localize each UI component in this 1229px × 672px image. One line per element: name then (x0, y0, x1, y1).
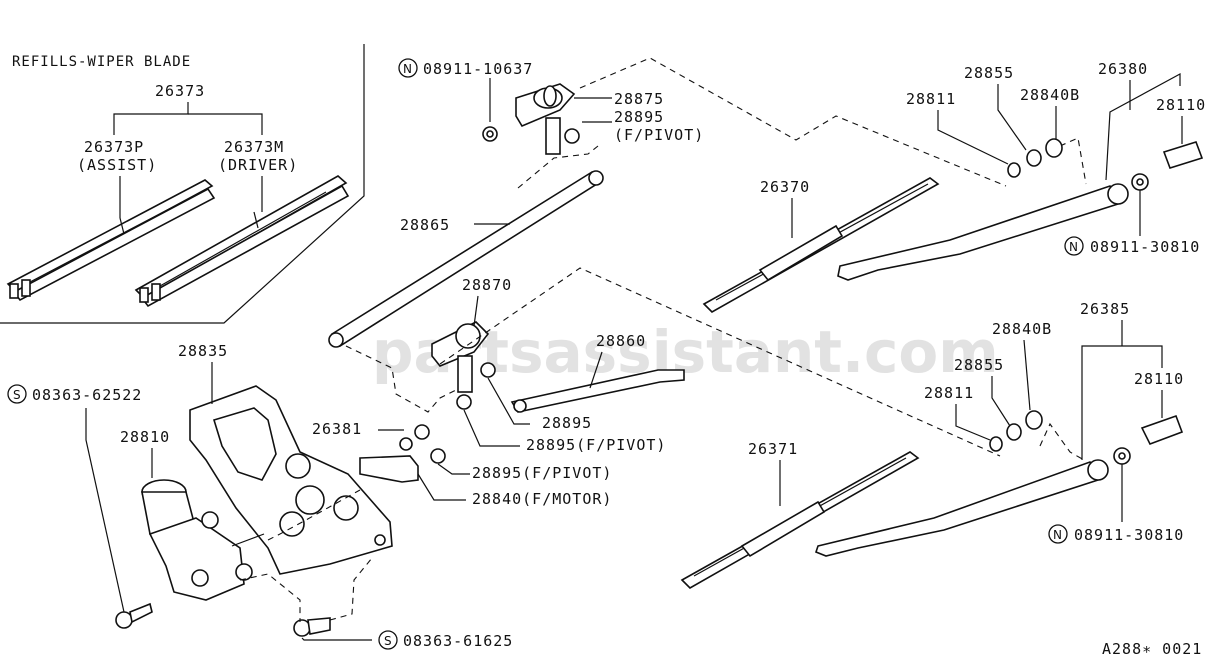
label-08911-30810-top: 08911-30810 (1090, 238, 1200, 256)
label-28855-bot: 28855 (954, 356, 1004, 374)
dash-top-right (579, 57, 1007, 187)
dash-motor (239, 573, 301, 622)
label-28835: 28835 (178, 342, 228, 360)
wiper-motor-28810 (141, 479, 265, 601)
dash-link-left (345, 345, 457, 413)
label-26370: 26370 (760, 178, 810, 196)
leader-26373-assist (113, 102, 189, 135)
n-prefix-2: N (1069, 240, 1078, 254)
dash-link-top (517, 145, 599, 189)
callout-s-08363-62522: S 08363-62522 (7, 384, 142, 613)
n-circle-icon (398, 58, 418, 78)
label-28811-bot: 28811 (924, 384, 974, 402)
dash-center-right (439, 267, 1001, 457)
label-28840b-bot: 28840B (992, 320, 1052, 338)
label-28110-bot: 28110 (1134, 370, 1184, 388)
link-28860 (510, 369, 685, 413)
label-28110-top: 28110 (1156, 96, 1206, 114)
label-assist: (ASSIST) (77, 156, 157, 174)
label-28895-mid: 28895 (542, 414, 592, 432)
callout-n-08911-10637: N 08911-10637 (398, 58, 533, 122)
label-28875: 28875 (614, 90, 664, 108)
label-26373m: 26373M (224, 138, 284, 156)
wiper-arm-26380 (837, 138, 1204, 281)
label-26381: 26381 (312, 420, 362, 438)
wiper-blade-26370 (702, 177, 940, 313)
dash-bolt (329, 557, 373, 621)
label-driver: (DRIVER) (218, 156, 298, 174)
n-prefix-3: N (1053, 528, 1062, 542)
s-prefix-1: S (13, 388, 21, 402)
s-circle-icon (378, 630, 398, 650)
bolt-lower-left (115, 602, 153, 629)
label-fpivot-top: (F/PIVOT) (614, 126, 704, 144)
driver-refill-blade (134, 175, 350, 308)
s-circle-icon (7, 384, 27, 404)
label-28810: 28810 (120, 428, 170, 446)
leader-26373-driver (188, 113, 263, 135)
label-28870: 28870 (462, 276, 512, 294)
refills-title: REFILLS-WIPER BLADE (12, 54, 191, 70)
label-28895-fpivot-1: 28895(F/PIVOT) (526, 436, 666, 454)
callout-s-08363-61625: S 08363-61625 (378, 630, 513, 650)
label-28840b-top: 28840B (1020, 86, 1080, 104)
refills-box: REFILLS-WIPER BLADE 26373 26373P (ASSIST… (0, 44, 365, 324)
label-28860: 28860 (596, 332, 646, 350)
s-prefix-2: S (384, 634, 392, 648)
link-rod-28865 (328, 170, 604, 348)
label-08911-30810-bot: 08911-30810 (1074, 526, 1184, 544)
diagram-id: A288∗ 0021 (1102, 640, 1202, 658)
wiper-arm-26385 (815, 410, 1184, 557)
dash-arm-top (1059, 137, 1087, 185)
bolt-bottom (293, 617, 331, 637)
refills-box-border (0, 44, 365, 324)
motor-crank (359, 424, 446, 483)
label-08911-10637: 08911-10637 (423, 60, 533, 78)
label-26373p: 26373P (84, 138, 144, 156)
motor-bracket-28835 (189, 385, 393, 575)
label-08363-61625: 08363-61625 (403, 632, 513, 650)
pivot-top (482, 83, 580, 155)
label-26385: 26385 (1080, 300, 1130, 318)
label-28840-fmotor: 28840(F/MOTOR) (472, 490, 612, 508)
assist-refill-blade (6, 179, 216, 302)
n-circle-icon (1064, 236, 1084, 256)
label-28855-top: 28855 (964, 64, 1014, 82)
label-26380: 26380 (1098, 60, 1148, 78)
label-28895-fpivot-2: 28895(F/PIVOT) (472, 464, 612, 482)
n-circle-icon (1048, 524, 1068, 544)
dash-arm-bot (1039, 422, 1085, 461)
label-08363-62522: 08363-62522 (32, 386, 142, 404)
callout-n-08911-30810-top: N 08911-30810 (1064, 236, 1200, 256)
label-26371: 26371 (748, 440, 798, 458)
wiper-blade-26371 (680, 451, 920, 589)
n-prefix: N (403, 62, 412, 76)
label-28865: 28865 (400, 216, 450, 234)
label-28895-top: 28895 (614, 108, 664, 126)
label-26373: 26373 (155, 82, 205, 100)
callout-n-08911-30810-bot: N 08911-30810 (1048, 524, 1184, 544)
label-28811-top: 28811 (906, 90, 956, 108)
